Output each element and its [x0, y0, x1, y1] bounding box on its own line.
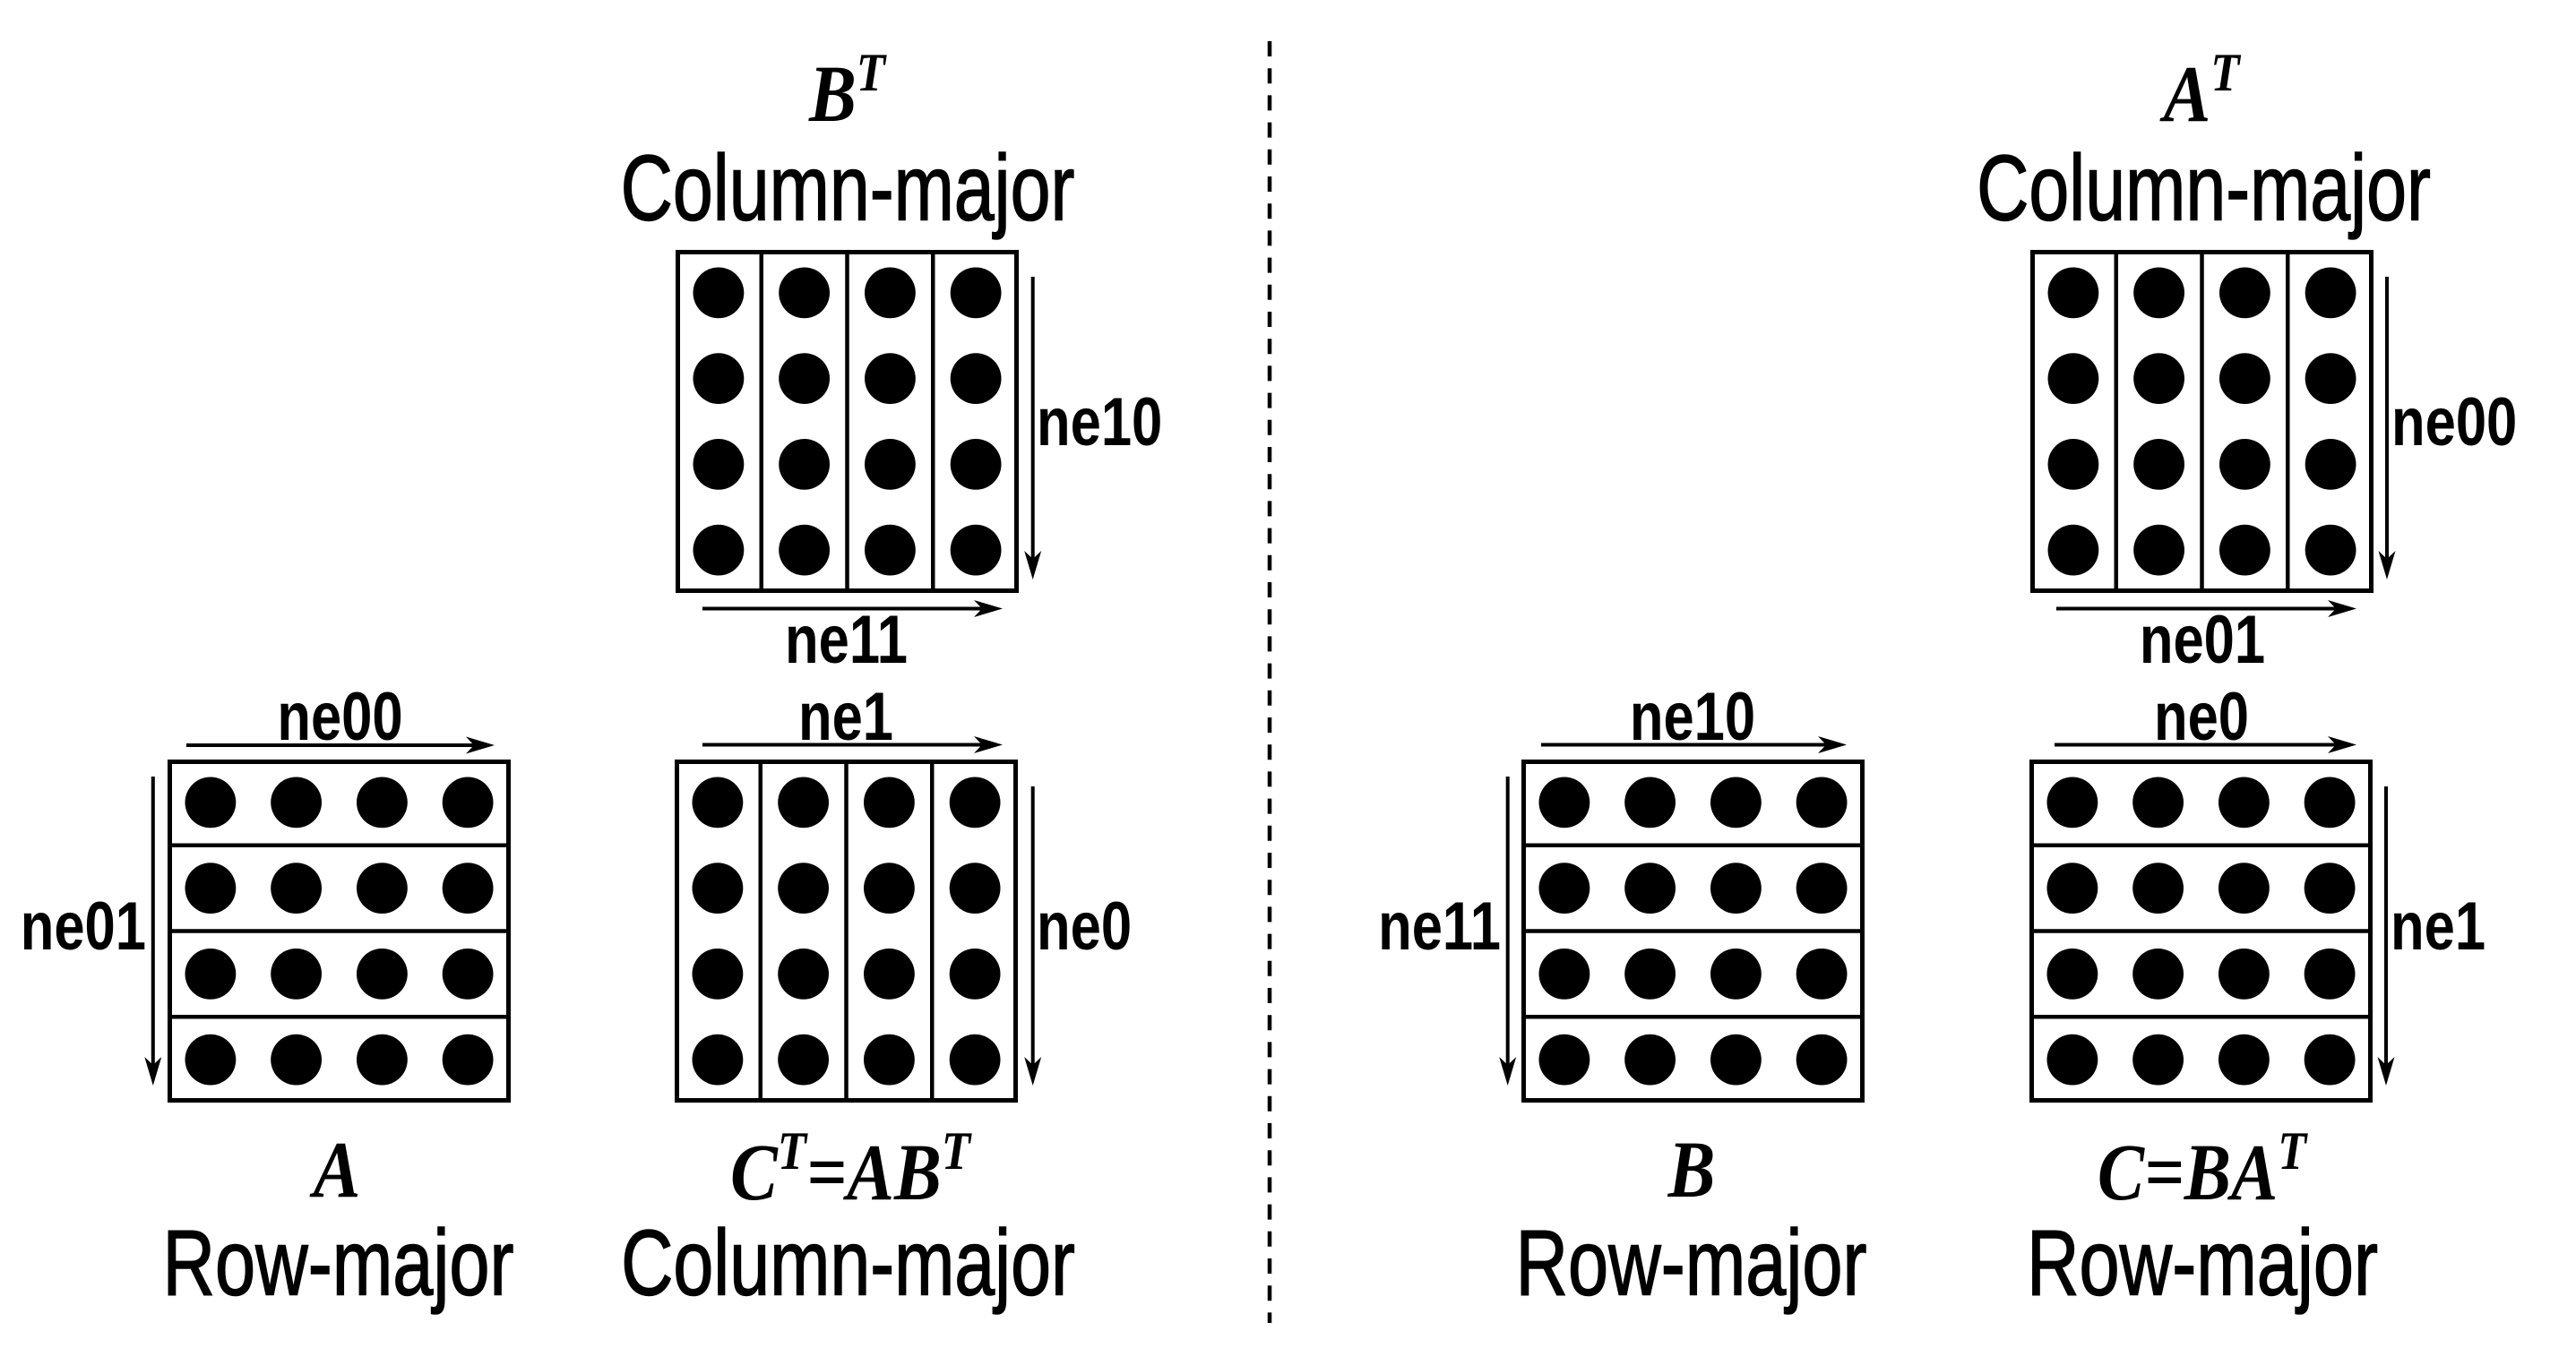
svg-text:ne11: ne11 — [785, 601, 908, 678]
svg-text:ne1: ne1 — [2391, 888, 2486, 965]
svg-text:AT​: AT​ — [2159, 44, 2242, 139]
svg-text:Row-major: Row-major — [1515, 1211, 1866, 1315]
svg-text:ne00: ne00 — [2391, 383, 2517, 460]
svg-text:ne0: ne0 — [1037, 888, 1132, 965]
svg-text:ne10: ne10 — [1630, 678, 1755, 755]
svg-text:Column-major: Column-major — [621, 1211, 1075, 1315]
svg-text:ne01: ne01 — [2140, 601, 2265, 678]
svg-text:ne00: ne00 — [277, 678, 402, 755]
svg-text:Row-major: Row-major — [162, 1211, 513, 1315]
svg-text:A: A — [309, 1125, 361, 1215]
svg-text:ne11: ne11 — [1378, 888, 1501, 965]
svg-text:ne01: ne01 — [21, 888, 146, 965]
svg-text:ne10: ne10 — [1037, 383, 1162, 460]
svg-text:C=BAT​: C=BAT​ — [2098, 1122, 2309, 1218]
svg-text:Row-major: Row-major — [2027, 1211, 2378, 1315]
svg-text:CT​=ABT​: CT​=ABT​ — [730, 1122, 972, 1217]
svg-text:B: B — [1667, 1125, 1716, 1215]
svg-text:Column-major: Column-major — [621, 136, 1075, 240]
svg-text:BT​: BT​ — [808, 44, 887, 139]
svg-text:ne1: ne1 — [798, 678, 893, 755]
svg-text:ne0: ne0 — [2154, 678, 2249, 755]
svg-text:Column-major: Column-major — [1977, 136, 2431, 240]
